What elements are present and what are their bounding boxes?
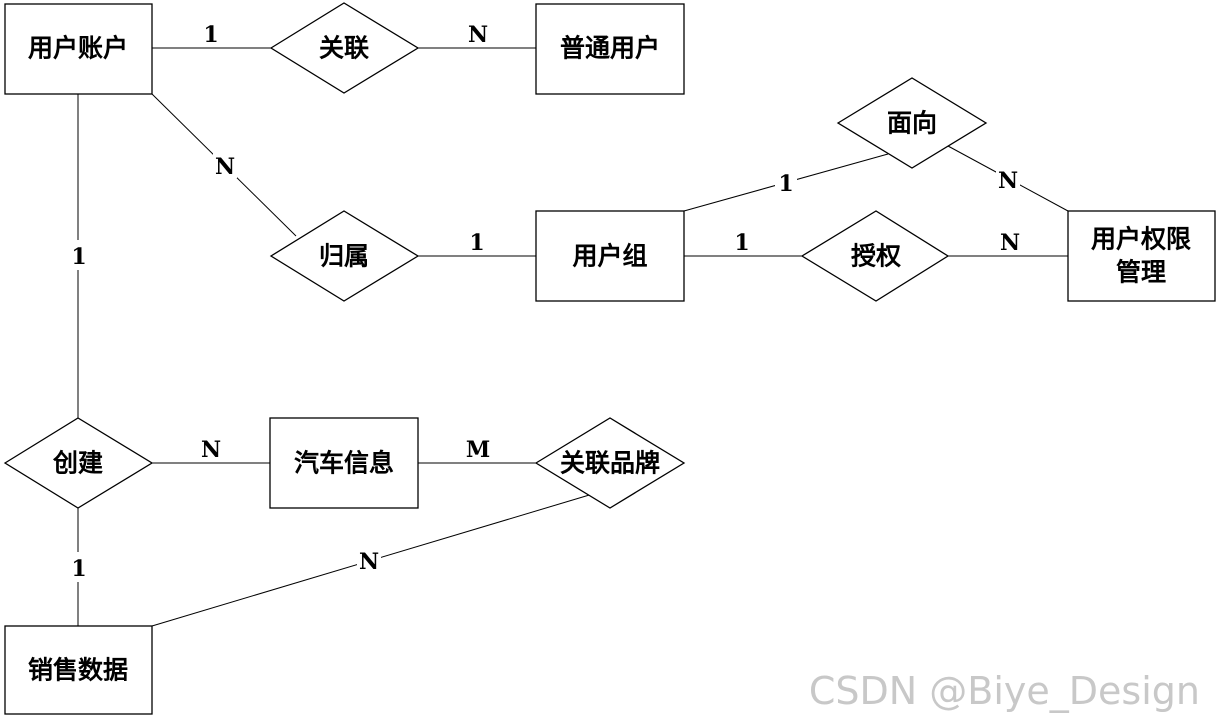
relation-face: 面向 xyxy=(836,77,988,169)
entity-label-line-2: 管理 xyxy=(1116,258,1166,287)
entity-label: 用户组 xyxy=(572,242,647,271)
entity-box xyxy=(535,3,685,95)
relation-authorize: 授权 xyxy=(800,210,950,302)
entity-box xyxy=(4,625,153,715)
relation-diamond xyxy=(269,2,420,94)
entity-box xyxy=(269,417,419,509)
cardinality-account-create: 1 xyxy=(71,244,86,270)
entity-label: 汽车信息 xyxy=(294,449,394,478)
cardinality-labels: 1 N N 1 1 N 1 N 1 N M 1 N xyxy=(68,18,1022,582)
relation-label: 创建 xyxy=(52,449,103,478)
relation-diamond xyxy=(3,417,154,509)
cardinality-create-car: N xyxy=(201,437,221,463)
entity-normal-user: 普通用户 xyxy=(535,3,685,95)
cardinality-account-belong: N xyxy=(215,154,235,180)
relation-label: 面向 xyxy=(887,109,937,138)
cardinality-sales-brand: N xyxy=(359,549,379,575)
entity-label: 用户账户 xyxy=(28,34,128,63)
cardinality-group-face: 1 xyxy=(778,171,793,197)
relation-associate: 关联 xyxy=(269,2,420,94)
watermark: CSDN @Biye_Design xyxy=(809,669,1200,713)
relation-diamond xyxy=(269,210,420,302)
relation-create: 创建 xyxy=(3,417,154,509)
entity-sales-data: 销售数据 xyxy=(4,625,153,715)
cardinality-associate-normal-user: N xyxy=(468,22,488,48)
entity-box xyxy=(4,3,153,95)
entity-permission-management: 用户权限 管理 xyxy=(1067,210,1216,302)
cardinality-group-authorize: 1 xyxy=(734,230,749,256)
relation-diamond xyxy=(836,77,988,169)
relation-label: 授权 xyxy=(851,242,901,271)
cardinality-belong-group: 1 xyxy=(469,230,484,256)
entity-label-line-1: 用户权限 xyxy=(1091,225,1191,254)
cardinality-authorize-permission: N xyxy=(1000,230,1020,256)
entity-label: 普通用户 xyxy=(560,34,660,63)
relation-label: 关联品牌 xyxy=(560,449,660,478)
cardinality-car-brand: M xyxy=(466,437,490,463)
entity-user-account: 用户账户 xyxy=(4,3,153,95)
entity-box xyxy=(535,210,685,302)
relation-belong: 归属 xyxy=(269,210,420,302)
relation-associate-brand: 关联品牌 xyxy=(534,417,686,509)
cardinality-create-sales: 1 xyxy=(71,556,86,582)
relation-label: 关联 xyxy=(319,34,369,63)
entity-user-group: 用户组 xyxy=(535,210,685,302)
entity-box xyxy=(1067,210,1216,302)
relation-label: 归属 xyxy=(319,242,369,271)
entity-label: 销售数据 xyxy=(28,656,128,685)
cardinality-face-permission: N xyxy=(998,168,1018,194)
cardinality-account-associate: 1 xyxy=(203,22,218,48)
entity-car-info: 汽车信息 xyxy=(269,417,419,509)
relation-diamond xyxy=(800,210,950,302)
relation-diamond xyxy=(534,417,686,509)
